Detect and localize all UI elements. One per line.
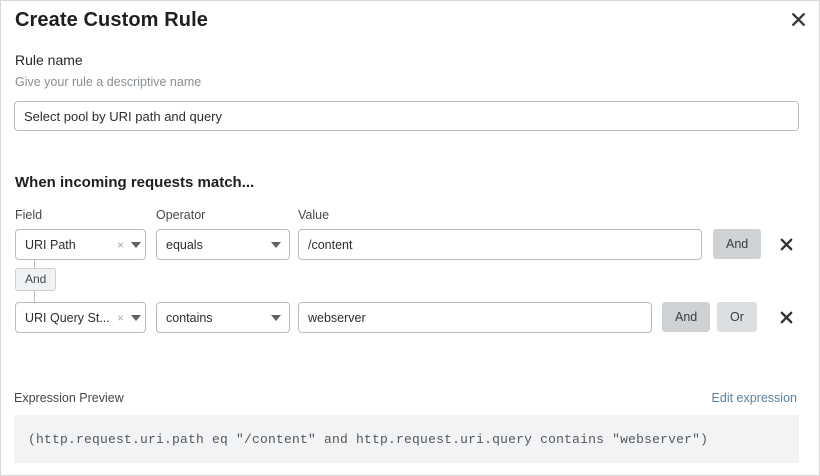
expression-preview-text: (http.request.uri.path eq "/content" and… xyxy=(28,431,709,447)
value-input-0[interactable] xyxy=(298,229,702,260)
rule-name-help-text: Give your rule a descriptive name xyxy=(15,75,202,89)
operator-select-value-1: contains xyxy=(166,310,213,325)
chevron-down-icon-operator-1[interactable] xyxy=(263,314,289,321)
rule-name-input[interactable] xyxy=(14,101,799,131)
clear-field-icon-0[interactable]: × xyxy=(116,237,124,252)
operator-select-0[interactable]: equals xyxy=(156,229,290,260)
expression-preview-label: Expression Preview xyxy=(14,391,124,405)
condition-row: URI Path × equals And xyxy=(1,229,819,261)
field-select-value-1: URI Query St... xyxy=(25,310,110,325)
column-header-operator: Operator xyxy=(156,208,206,222)
value-input-1[interactable] xyxy=(298,302,652,333)
or-button-1[interactable]: Or xyxy=(717,302,757,332)
field-select-1[interactable]: URI Query St... × xyxy=(15,302,146,333)
condition-row: URI Query St... × contains And Or xyxy=(1,302,819,334)
close-icon[interactable] xyxy=(786,7,810,31)
and-button-1[interactable]: And xyxy=(662,302,711,332)
expression-preview-box: (http.request.uri.path eq "/content" and… xyxy=(14,415,799,463)
field-select-0[interactable]: URI Path × xyxy=(15,229,146,260)
close-glyph xyxy=(791,12,805,26)
and-button-0[interactable]: And xyxy=(713,229,762,259)
clear-field-icon-1[interactable]: × xyxy=(116,310,124,325)
condition-connector-chip[interactable]: And xyxy=(15,268,57,291)
column-header-field: Field xyxy=(15,208,43,222)
column-header-value: Value xyxy=(298,208,330,222)
edit-expression-link[interactable]: Edit expression xyxy=(711,391,797,405)
rule-name-label: Rule name xyxy=(15,52,83,68)
close-icon-0 xyxy=(780,238,792,250)
field-select-value-0: URI Path xyxy=(25,237,76,252)
match-section-title: When incoming requests match... xyxy=(15,174,255,191)
delete-condition-button-1[interactable] xyxy=(775,306,797,328)
chevron-down-icon-0[interactable] xyxy=(127,241,145,248)
close-icon-1 xyxy=(780,311,792,323)
delete-condition-button-0[interactable] xyxy=(775,233,797,255)
chevron-down-icon-operator-0[interactable] xyxy=(263,241,289,248)
operator-select-1[interactable]: contains xyxy=(156,302,290,333)
chevron-down-icon-1[interactable] xyxy=(127,314,145,321)
dialog-title: Create Custom Rule xyxy=(15,9,208,31)
operator-select-value-0: equals xyxy=(166,237,203,252)
